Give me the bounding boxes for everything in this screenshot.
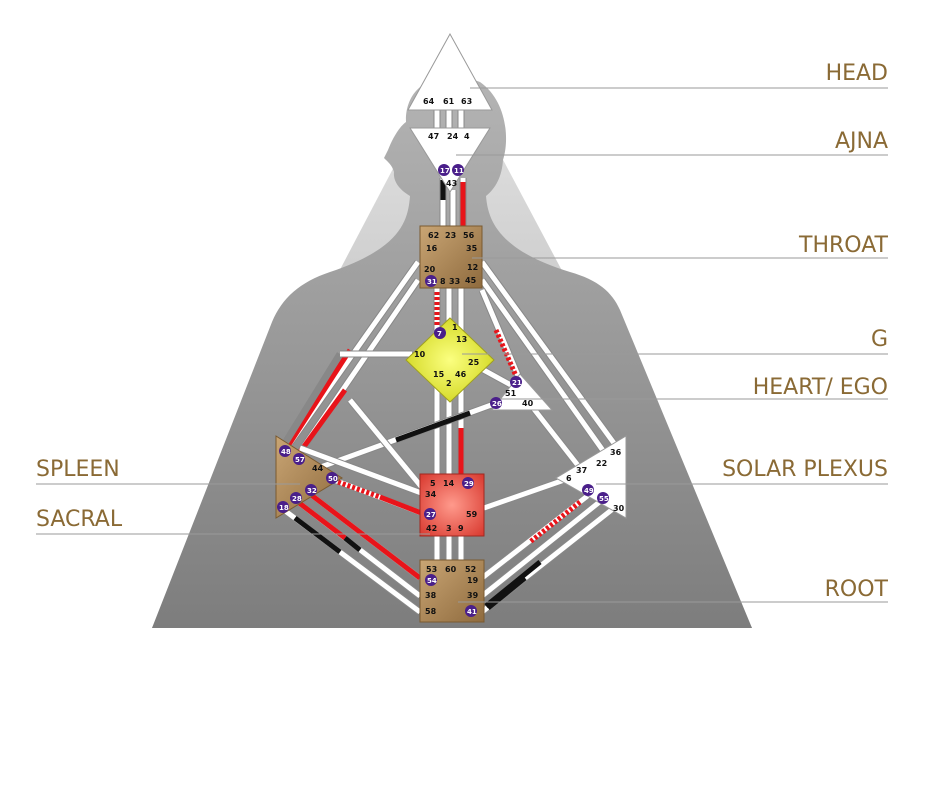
gate-22: 22	[596, 459, 607, 468]
ajna-center[interactable]: 47 24 4 17 11 43	[409, 127, 491, 193]
root-center[interactable]: 53 60 52 54 19 38 39 58 41	[419, 559, 485, 623]
gate-55: 55	[599, 495, 609, 503]
gate-10: 10	[414, 350, 426, 359]
gate-18: 18	[279, 504, 289, 512]
gate-35: 35	[466, 244, 478, 253]
gate-16: 16	[426, 244, 438, 253]
gate-31: 31	[427, 278, 437, 286]
gate-11: 11	[454, 167, 464, 175]
gate-4: 4	[464, 132, 470, 141]
gate-5: 5	[430, 479, 436, 488]
gate-9: 9	[458, 524, 464, 533]
label-sacral: SACRAL	[36, 507, 123, 532]
gate-50: 50	[328, 475, 338, 483]
gate-48: 48	[281, 448, 291, 456]
g-center[interactable]: 7 1 13 10 25 15 46 2	[405, 317, 495, 403]
gate-63: 63	[461, 97, 472, 106]
throat-center[interactable]: 62 23 56 16 35 12 20 45 31 8 33	[419, 225, 483, 289]
gate-52: 52	[465, 565, 476, 574]
gate-43: 43	[446, 179, 457, 188]
gate-64: 64	[423, 97, 435, 106]
gate-17: 17	[440, 167, 450, 175]
gate-37: 37	[576, 466, 587, 475]
gate-59: 59	[466, 510, 478, 519]
gate-1: 1	[452, 323, 458, 332]
label-heart-ego: HEART/ EGO	[753, 375, 888, 400]
gate-60: 60	[445, 565, 457, 574]
gate-8: 8	[440, 277, 446, 286]
gate-57: 57	[295, 456, 305, 464]
gate-21: 21	[512, 379, 522, 387]
head-center[interactable]: 64 61 63	[407, 32, 493, 111]
gate-39: 39	[467, 591, 479, 600]
gate-23: 23	[445, 231, 456, 240]
gate-14: 14	[443, 479, 455, 488]
label-spleen: SPLEEN	[36, 457, 120, 482]
label-throat: THROAT	[798, 233, 889, 258]
solar-plexus-center[interactable]: 36 22 37 6 49 55 30	[555, 435, 627, 519]
gate-44: 44	[312, 464, 324, 473]
gate-29: 29	[464, 480, 474, 488]
gate-6: 6	[566, 474, 572, 483]
gate-54: 54	[427, 577, 437, 585]
gate-13: 13	[456, 335, 467, 344]
gate-24: 24	[447, 132, 459, 141]
gate-19: 19	[467, 576, 479, 585]
gate-42: 42	[426, 524, 437, 533]
gate-40: 40	[522, 399, 534, 408]
gate-26: 26	[492, 400, 502, 408]
gate-58: 58	[425, 607, 437, 616]
gate-30: 30	[613, 504, 625, 513]
gate-46: 46	[455, 370, 467, 379]
gate-3: 3	[446, 524, 452, 533]
gate-28: 28	[292, 495, 302, 503]
gate-25: 25	[468, 358, 480, 367]
gate-53: 53	[426, 565, 437, 574]
gate-32: 32	[307, 487, 317, 495]
gate-27: 27	[426, 511, 436, 519]
gate-41: 41	[467, 608, 477, 616]
gate-62: 62	[428, 231, 439, 240]
gate-15: 15	[433, 370, 445, 379]
gate-56: 56	[463, 231, 475, 240]
gate-49: 49	[584, 487, 594, 495]
leader-lines	[36, 87, 888, 603]
sacral-center[interactable]: 5 14 29 34 27 59 42 3 9	[419, 473, 485, 537]
gate-45: 45	[465, 276, 477, 285]
gate-12: 12	[467, 263, 478, 272]
spleen-center[interactable]: 48 57 44 50 32 28 18	[275, 435, 343, 519]
gate-47: 47	[428, 132, 439, 141]
label-g: G	[871, 327, 888, 352]
gate-61: 61	[443, 97, 455, 106]
gate-38: 38	[425, 591, 437, 600]
heart-center[interactable]: 21 51 26 40	[490, 373, 554, 411]
gate-36: 36	[610, 448, 622, 457]
label-solar-plexus: SOLAR PLEXUS	[722, 457, 888, 482]
label-ajna: AJNA	[835, 129, 888, 154]
gate-51: 51	[505, 389, 517, 398]
gate-2: 2	[446, 379, 452, 388]
channels	[279, 110, 619, 615]
label-root: ROOT	[825, 577, 889, 602]
gate-33: 33	[449, 277, 460, 286]
label-head: HEAD	[826, 61, 888, 86]
gate-20: 20	[424, 265, 436, 274]
gate-34: 34	[425, 490, 437, 499]
gate-7: 7	[437, 330, 442, 338]
